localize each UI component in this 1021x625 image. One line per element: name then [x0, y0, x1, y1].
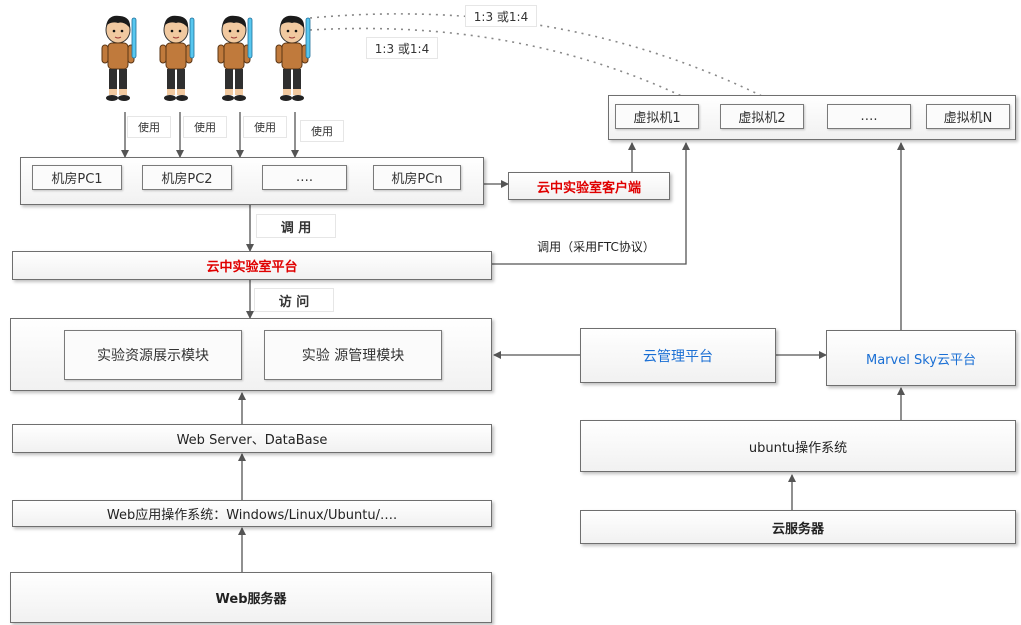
student-figure-1	[101, 15, 137, 101]
resource-display-module: 实验资源展示模块	[64, 330, 242, 380]
use-label-1: 使用	[127, 116, 171, 138]
web-server: Web服务器	[10, 572, 492, 623]
use-label-2: 使用	[183, 116, 227, 138]
web-server-database: Web Server、DataBase	[12, 424, 492, 453]
resource-manage-module: 实验 源管理模块	[264, 330, 442, 380]
pc-item-n: 机房PCn	[373, 165, 461, 190]
student-figure-2	[159, 15, 195, 101]
cloud-management-platform: 云管理平台	[580, 328, 776, 383]
use-label-3: 使用	[243, 116, 287, 138]
student-figure-4	[275, 15, 311, 101]
student-figure-3	[217, 15, 253, 101]
ubuntu-os: ubuntu操作系统	[580, 420, 1016, 472]
ratio-label-1: 1:3 或1:4	[465, 5, 537, 27]
vm-item-1: 虚拟机1	[615, 104, 699, 129]
access-label: 访 问	[254, 288, 334, 312]
cloud-lab-client: 云中实验室客户端	[508, 172, 670, 200]
vm-item-n: 虚拟机N	[926, 104, 1010, 129]
web-app-os: Web应用操作系统：Windows/Linux/Ubuntu/….	[12, 500, 492, 527]
marvel-sky-platform: Marvel Sky云平台	[826, 330, 1016, 386]
cloud-server: 云服务器	[580, 510, 1016, 544]
cloud-lab-platform: 云中实验室平台	[12, 251, 492, 280]
call-label: 调 用	[256, 214, 336, 238]
pc-item-1: 机房PC1	[32, 165, 122, 190]
vm-item-ellipsis: ….	[827, 104, 911, 129]
pc-item-2: 机房PC2	[142, 165, 232, 190]
pc-item-ellipsis: ….	[262, 165, 347, 190]
ftc-arrow	[492, 142, 690, 265]
vm-item-2: 虚拟机2	[720, 104, 804, 129]
ratio-label-2: 1:3 或1:4	[366, 37, 438, 59]
use-label-4: 使用	[300, 120, 344, 142]
call-ftc-label: 调用（采用FTC协议）	[537, 239, 655, 254]
